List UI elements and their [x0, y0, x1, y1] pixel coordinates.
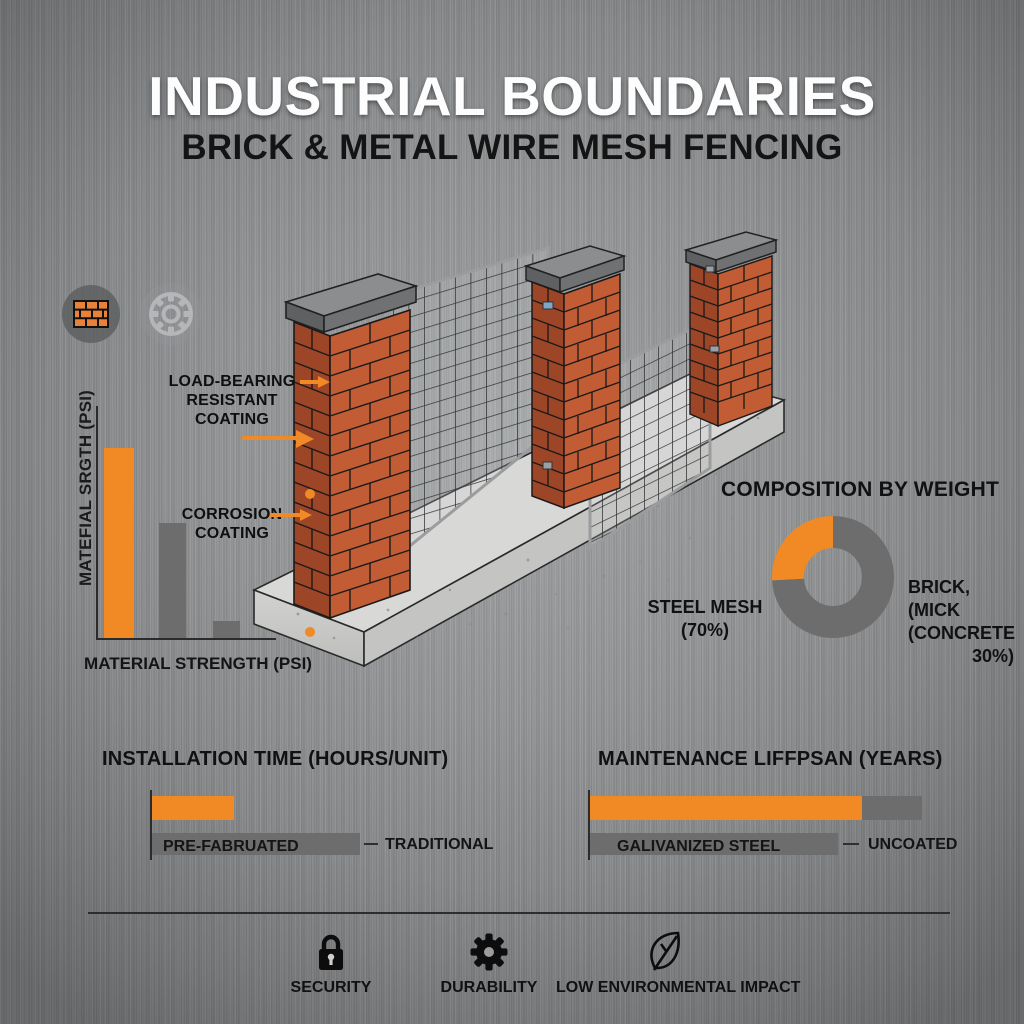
brick-pillar-middle — [523, 245, 627, 510]
x-axis-line — [96, 638, 276, 640]
page-subtitle: BRICK & METAL WIRE MESH FENCING — [181, 128, 843, 167]
maintenance-bar-label: GALIVANIZED STEEL — [617, 838, 781, 855]
brick-and-wire-mesh-fence-illustration — [252, 231, 787, 668]
donut-label-brick-line3: (CONCRETE — [908, 623, 1015, 643]
maintenance-axis-line — [588, 790, 590, 860]
installation-axis-line — [150, 790, 152, 860]
donut-label-steel-mesh-name: STEEL MESH — [647, 597, 763, 617]
material-strength-x-axis-label: MATERIAL STRENGTH (PSI) — [84, 654, 312, 673]
donut-label-brick-concrete: BRICK, (MICK (CONCRETE 30%) — [908, 576, 1024, 668]
bar-1 — [104, 448, 134, 638]
gear-icon — [436, 928, 542, 972]
maintenance-right-label: UNCOATED — [868, 836, 958, 853]
feature-low-environmental-impact: LOW ENVIRONMENTAL IMPACT — [556, 928, 801, 997]
callout-load-bearing-line2: RESISTANT — [186, 392, 278, 409]
donut-label-brick-value: 30%) — [971, 646, 1014, 666]
feature-environment-label: LOW ENVIRONMENTAL IMPACT — [556, 979, 801, 996]
feature-security: SECURITY — [278, 928, 384, 997]
footer-divider — [88, 912, 950, 914]
feature-durability: DURABILITY — [436, 928, 542, 997]
composition-by-weight-donut — [772, 516, 894, 638]
composition-chart-title: COMPOSITION BY WEIGHT — [721, 478, 999, 501]
material-strength-y-axis-label: MATEFIAL SRGTH (PSI) — [76, 389, 95, 586]
callout-load-bearing-line3: COATING — [195, 411, 269, 428]
maintenance-label-track — [590, 833, 838, 855]
leaf-icon — [556, 928, 776, 972]
installation-chart-title: INSTALLATION TIME (HOURS/UNIT) — [102, 748, 449, 770]
callout-load-bearing: LOAD-BEARING RESISTANT COATING — [168, 372, 296, 429]
callout-corrosion-line1: CORROSION — [181, 506, 283, 523]
material-strength-chart: MATEFIAL SRGTH (PSI) MATERIAL STRENGTH (… — [60, 389, 320, 688]
donut-slice-steel-mesh — [772, 516, 894, 638]
maintenance-bar-galvanized — [590, 796, 862, 820]
feature-durability-label: DURABILITY — [440, 979, 538, 996]
installation-bar-traditional — [152, 833, 360, 855]
installation-right-label: TRADITIONAL — [385, 836, 494, 853]
donut-label-steel-mesh: STEEL MESH (70%) — [640, 596, 770, 642]
bar-3 — [213, 621, 240, 638]
installation-bar-prefabricated — [152, 796, 234, 820]
installation-bar-label: PRE-FABRUATED — [163, 838, 299, 855]
donut-label-brick-line2: (MICK — [908, 600, 960, 620]
maintenance-leader-dash — [843, 843, 859, 845]
callout-corrosion-coating: CORROSION COATING — [172, 505, 292, 543]
brick-wall-icon — [73, 300, 109, 328]
donut-label-brick-line1: BRICK, — [908, 577, 970, 597]
installation-leader-dash — [364, 843, 378, 845]
donut-label-steel-mesh-value: (70%) — [680, 620, 729, 640]
callout-load-bearing-line1: LOAD-BEARING — [168, 373, 296, 390]
feature-security-label: SECURITY — [290, 979, 372, 996]
bar-2 — [159, 523, 186, 638]
lock-icon — [278, 928, 384, 972]
gear-icon — [149, 292, 193, 336]
brick-pillar-left — [283, 273, 419, 637]
page-title: INDUSTRIAL BOUNDARIES — [148, 65, 876, 127]
callout-arrows — [242, 376, 330, 521]
brick-wall-badge — [62, 285, 120, 343]
brick-pillar-right — [683, 231, 779, 428]
y-axis-line — [96, 406, 98, 640]
maintenance-chart-title: MAINTENANCE LIFFPSAN (YEARS) — [598, 748, 943, 770]
callout-corrosion-line2: COATING — [195, 525, 269, 542]
gear-badge — [140, 283, 202, 345]
